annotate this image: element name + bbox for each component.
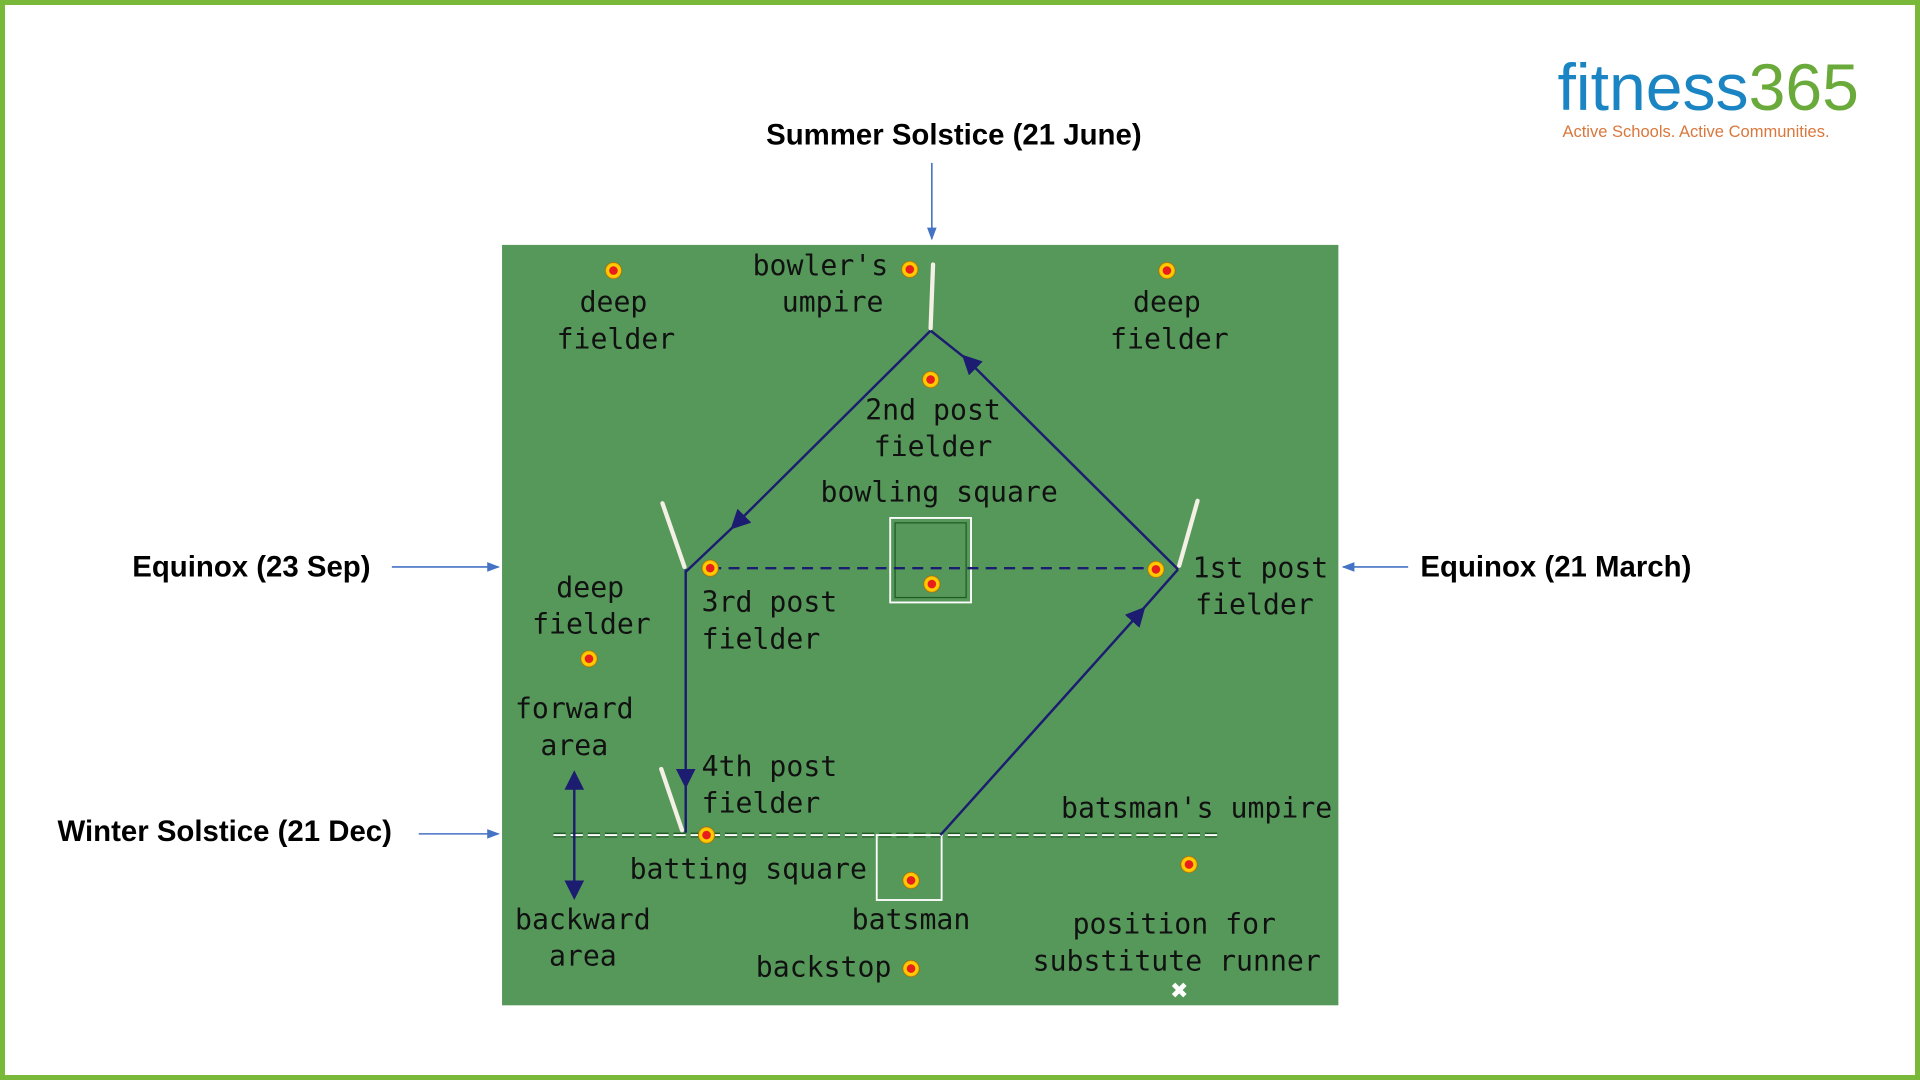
dot-batsman (902, 871, 920, 889)
logo-fitness: fitness (1558, 51, 1749, 125)
label-4th-post: 4th post (702, 750, 838, 783)
run-line-1-2 (929, 329, 967, 360)
substitute-x-icon: ✖ (1170, 979, 1188, 1004)
batting-square (875, 834, 943, 901)
label-forward-area-2: area (540, 729, 608, 762)
label-1st-post-2: fielder (1195, 588, 1314, 621)
fielder-dots (580, 260, 1198, 978)
label-bowlers-umpire-2: umpire (782, 286, 884, 319)
label-2nd-post: 2nd post (865, 393, 1001, 426)
label-2nd-post-2: fielder (874, 430, 993, 463)
run-line-2-3-arrow (730, 329, 932, 530)
dot-3rd-post (701, 559, 719, 577)
label-batsmans-umpire: batsman's umpire (1061, 791, 1332, 824)
caption-summer-solstice: Summer Solstice (21 June) (766, 118, 1141, 151)
label-deep-fielder-tl-2: fielder (557, 322, 676, 355)
label-substitute-runner: position for (1073, 908, 1276, 941)
fitness365-logo: fitness365 Active Schools. Active Commun… (1558, 51, 1859, 141)
label-forward-area: forward (515, 692, 634, 725)
run-line-1-2-arrow (961, 354, 1179, 571)
label-deep-fielder-l-2: fielder (532, 608, 651, 641)
caption-equinox-march: Equinox (21 March) (1420, 551, 1691, 584)
label-4th-post-2: fielder (702, 786, 821, 819)
label-backstop: backstop (756, 951, 892, 984)
label-3rd-post: 3rd post (702, 586, 838, 619)
dot-backstop (902, 960, 920, 978)
bowling-square (889, 517, 972, 604)
label-3rd-post-2: fielder (702, 622, 821, 655)
dot-bowler (923, 575, 941, 593)
bowling-square-inner (894, 522, 967, 599)
run-line-bat-1-arrow (939, 606, 1146, 836)
dot-bowlers-umpire (901, 260, 919, 278)
dot-deep-fielder-l (580, 650, 598, 668)
label-deep-fielder-tr-2: fielder (1110, 322, 1229, 355)
dot-4th-post (697, 826, 716, 844)
label-backward-area: backward (515, 903, 651, 936)
dot-2nd-post (922, 371, 940, 389)
label-batsman: batsman (852, 903, 971, 936)
label-deep-fielder-tl: deep (580, 286, 648, 319)
label-bowlers-umpire: bowler's (753, 249, 889, 282)
logo-365: 365 (1749, 51, 1859, 125)
label-1st-post: 1st post (1193, 551, 1329, 584)
label-bowling-square: bowling square (821, 475, 1058, 508)
svg-text:fitness365: fitness365 (1558, 51, 1859, 125)
post-4th (659, 766, 685, 833)
label-batting-square: batting square (630, 853, 867, 886)
run-line-bat-1 (1140, 568, 1179, 612)
run-line-2-3 (684, 526, 734, 573)
caption-winter-solstice: Winter Solstice (21 Dec) (58, 815, 392, 848)
post-1st (1177, 498, 1200, 568)
logo-tagline: Active Schools. Active Communities. (1562, 122, 1829, 141)
post-bowler (928, 262, 936, 331)
label-deep-fielder-l: deep (556, 571, 624, 604)
dot-batsmans-umpire (1180, 855, 1198, 874)
caption-equinox-sep: Equinox (23 Sep) (132, 551, 370, 584)
post-3rd (660, 501, 687, 570)
dot-deep-fielder-tl (604, 262, 623, 280)
dot-1st-post (1147, 560, 1165, 578)
label-deep-fielder-tr: deep (1133, 286, 1201, 319)
playing-field (502, 244, 1339, 1006)
label-substitute-runner-2: substitute runner (1033, 944, 1321, 977)
dot-deep-fielder-tr (1158, 262, 1176, 280)
label-backward-area-2: area (549, 940, 617, 973)
